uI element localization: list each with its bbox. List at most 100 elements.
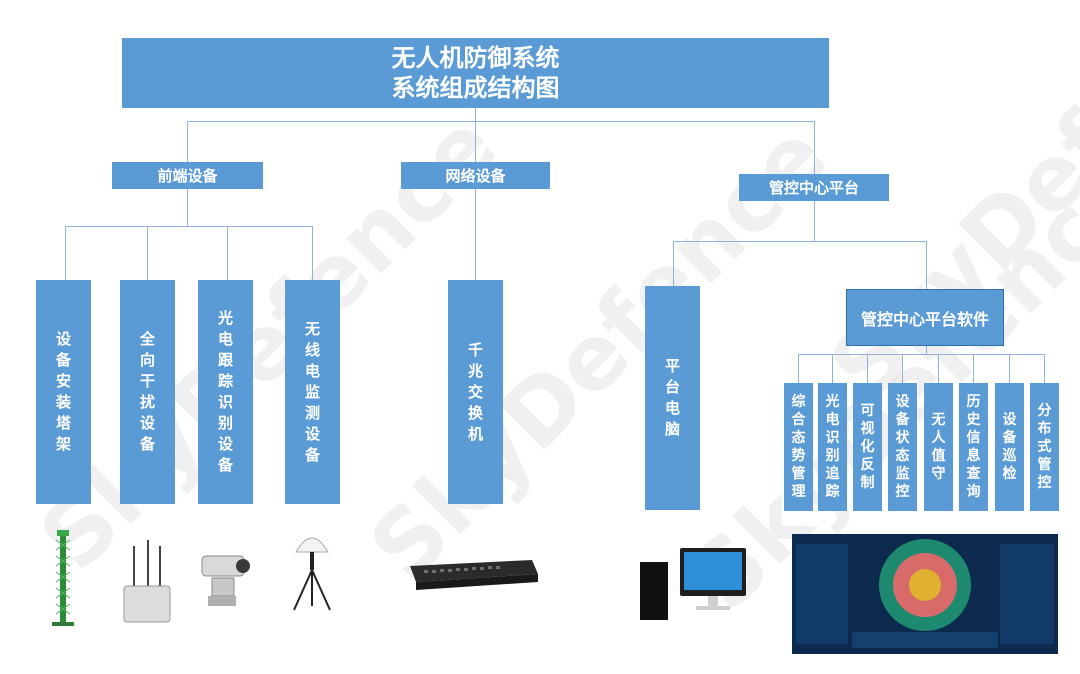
vertical-label-char: 识 bbox=[825, 430, 840, 446]
vertical-label-char: 态 bbox=[791, 430, 806, 446]
vertical-label-char: 别 bbox=[217, 414, 233, 432]
network-item-switch: 千兆交换机千兆交换机 bbox=[448, 280, 503, 504]
vertical-label-char: 备 bbox=[217, 456, 233, 474]
tower-image bbox=[52, 530, 74, 626]
category-frontend: 前端设备 bbox=[112, 162, 263, 189]
vertical-label-char: 备 bbox=[55, 351, 71, 369]
vertical-label-char: 布 bbox=[1037, 421, 1052, 437]
vertical-label-char: 兆 bbox=[467, 361, 483, 380]
vertical-label-char: 化 bbox=[860, 439, 875, 455]
vertical-label-char: 识 bbox=[217, 393, 233, 411]
eo-camera-image bbox=[201, 555, 250, 606]
vertical-label-char: 千 bbox=[467, 340, 483, 359]
vertical-label-char: 台 bbox=[664, 378, 680, 396]
software-screenshot-image bbox=[792, 534, 1058, 654]
vertical-label-char: 脑 bbox=[664, 420, 680, 438]
vertical-label-char: 设 bbox=[304, 424, 320, 443]
software-module: 可视化反制可视化反制 bbox=[853, 383, 882, 511]
vertical-label-char: 安 bbox=[55, 372, 71, 390]
software-module: 设备巡检设备巡检 bbox=[995, 383, 1024, 511]
vertical-label-char: 理 bbox=[791, 484, 806, 500]
vertical-label-char: 电 bbox=[825, 412, 840, 428]
vertical-label-char: 平 bbox=[664, 357, 680, 375]
software-module: 分布式管控分布式管控 bbox=[1030, 383, 1059, 511]
vertical-label-char: 无 bbox=[304, 319, 320, 338]
vertical-label-char: 备 bbox=[1002, 430, 1017, 446]
vertical-label-char: 监 bbox=[304, 382, 320, 401]
vertical-label-char: 询 bbox=[966, 484, 981, 500]
vertical-label-char: 控 bbox=[895, 484, 910, 500]
vertical-label-char: 装 bbox=[55, 393, 71, 411]
software-module: 无人值守无人值守 bbox=[924, 383, 953, 511]
vertical-label-char: 备 bbox=[895, 412, 910, 428]
vertical-label-char: 历 bbox=[966, 394, 981, 410]
vertical-label-char: 视 bbox=[860, 421, 875, 437]
vertical-label-char: 设 bbox=[1002, 412, 1017, 428]
vertical-label-char: 监 bbox=[895, 466, 910, 482]
vertical-label-char: 扰 bbox=[139, 393, 155, 411]
category-network: 网络设备 bbox=[401, 162, 550, 189]
diagram-title-box: 无人机防御系统 系统组成结构图 bbox=[122, 38, 829, 108]
software-module: 设备状态监控设备状态监控 bbox=[888, 383, 917, 511]
vertical-label-char: 备 bbox=[139, 435, 155, 453]
vertical-label-char: 制 bbox=[860, 475, 875, 491]
vertical-label-char: 无 bbox=[931, 412, 946, 428]
frontend-item-jammer: 全向干扰设备全向干扰设备 bbox=[120, 280, 175, 504]
vertical-label-char: 状 bbox=[895, 430, 910, 446]
vertical-label-char: 史 bbox=[966, 412, 981, 428]
vertical-label-char: 干 bbox=[139, 372, 155, 390]
vertical-label-char: 管 bbox=[791, 466, 806, 482]
vertical-label-char: 备 bbox=[304, 445, 320, 464]
vertical-label-char: 向 bbox=[139, 351, 155, 369]
vertical-label-char: 机 bbox=[467, 424, 483, 443]
vertical-label-char: 测 bbox=[304, 403, 320, 422]
vertical-label-char: 人 bbox=[931, 430, 946, 446]
network-switch-image bbox=[410, 560, 538, 590]
software-module: 历史信息查询历史信息查询 bbox=[959, 383, 988, 511]
vertical-label-char: 换 bbox=[467, 403, 483, 422]
control-software-title: 管控中心平台软件 bbox=[846, 289, 1004, 346]
vertical-label-char: 控 bbox=[1037, 475, 1052, 491]
vertical-label-char: 巡 bbox=[1002, 448, 1017, 464]
vertical-label-char: 检 bbox=[1002, 466, 1017, 482]
vertical-label-char: 设 bbox=[217, 435, 233, 453]
vertical-label-char: 查 bbox=[966, 466, 981, 482]
vertical-label-char: 势 bbox=[791, 448, 806, 464]
jammer-image bbox=[123, 540, 171, 623]
frontend-item-tower: 设备安装塔架设备安装塔架 bbox=[36, 280, 91, 504]
software-module: 光电识别追踪光电识别追踪 bbox=[818, 383, 847, 511]
vertical-label-char: 线 bbox=[304, 340, 320, 359]
computer-image bbox=[640, 548, 746, 620]
vertical-label-char: 综 bbox=[791, 394, 806, 410]
vertical-label-char: 塔 bbox=[55, 414, 71, 432]
vertical-label-char: 态 bbox=[895, 448, 910, 464]
control-item-computer: 平台电脑平台电脑 bbox=[645, 286, 700, 510]
vertical-label-char: 光 bbox=[217, 309, 233, 327]
vertical-label-char: 电 bbox=[304, 361, 320, 380]
vertical-label-char: 设 bbox=[895, 394, 910, 410]
vertical-label-char: 管 bbox=[1037, 457, 1052, 473]
vertical-label-char: 式 bbox=[1037, 439, 1052, 455]
vertical-label-char: 别 bbox=[825, 448, 840, 464]
frontend-item-radio-monitor: 无线电监测设备无线电监测设备 bbox=[285, 280, 340, 504]
category-control: 管控中心平台 bbox=[739, 174, 889, 201]
vertical-label-char: 追 bbox=[825, 466, 840, 482]
vertical-label-char: 息 bbox=[966, 448, 981, 464]
vertical-label-char: 跟 bbox=[217, 351, 233, 369]
vertical-label-char: 踪 bbox=[825, 484, 840, 500]
vertical-label-char: 交 bbox=[467, 382, 483, 401]
frontend-item-eo-tracker: 光电跟踪识别设备光电跟踪识别设备 bbox=[198, 280, 253, 504]
vertical-label-char: 分 bbox=[1037, 403, 1052, 419]
vertical-label-char: 电 bbox=[664, 399, 680, 417]
vertical-label-char: 反 bbox=[860, 457, 875, 473]
software-module: 综合态势管理综合态势管理 bbox=[784, 383, 813, 511]
vertical-label-char: 设 bbox=[139, 414, 155, 432]
radio-antenna-image bbox=[293, 537, 331, 611]
vertical-label-char: 踪 bbox=[217, 372, 233, 390]
vertical-label-char: 值 bbox=[931, 448, 946, 464]
diagram-title-line2: 系统组成结构图 bbox=[391, 74, 560, 102]
vertical-label-char: 电 bbox=[217, 330, 233, 348]
vertical-label-char: 光 bbox=[825, 394, 840, 410]
vertical-label-char: 全 bbox=[139, 330, 155, 348]
